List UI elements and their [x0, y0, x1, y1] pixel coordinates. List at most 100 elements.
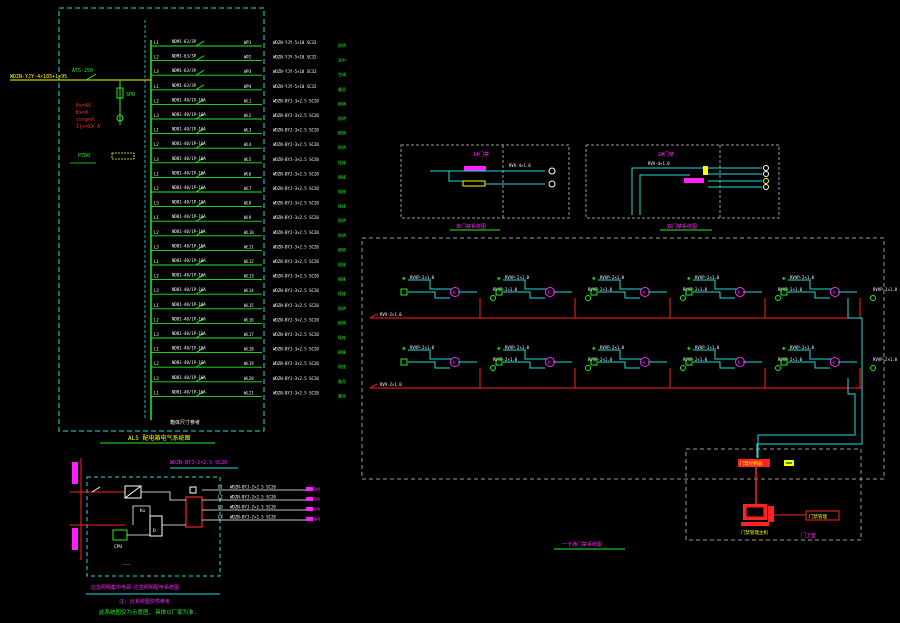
door-node-label: RVVP-2×1.0: [410, 345, 435, 350]
internal-wiring: [127, 491, 186, 536]
circuit-cable: WDZN-BYJ-3×2.5 SC20: [273, 142, 319, 147]
door-sensor-icon: [775, 295, 781, 301]
door-node-label: RVVP-2×1.0: [505, 275, 530, 280]
incoming-notes: Pe=XX Kx=X cosφ=X Ijs=XX A: [76, 103, 100, 130]
circuit-load: 插座: [338, 203, 346, 209]
circuit-load: 照明: [338, 306, 346, 311]
circuit-id: WL15: [244, 303, 254, 308]
circuit-breaker-label: NDB1-40/1P-16A: [172, 331, 206, 336]
panel-b-output-tag: L4: [218, 515, 223, 520]
circuit-phase: L1: [154, 347, 159, 352]
door-unit: ◈ RVVP-2×1.0K RVVP-2×1.0: [495, 275, 613, 318]
circuit-id: WL3: [244, 128, 252, 133]
circuit-load: 照明: [338, 320, 346, 325]
circuit-cable: WDZN-BYJ-3×2.5 SC20: [273, 347, 319, 352]
circuit-id: WL4: [244, 142, 252, 147]
circuit-breaker-symbol: [195, 99, 205, 105]
door-controller-node-label: K: [643, 290, 646, 295]
circuit-phase: L3: [154, 69, 159, 74]
management-label: 门禁管理: [809, 513, 827, 520]
circuit-load: 照明: [338, 43, 346, 48]
circuit-phase: L1: [154, 128, 159, 133]
circuit-breaker-symbol: [195, 318, 205, 324]
battery-box: [112, 529, 128, 541]
circuit-cable: WDZN-BYJ-3×2.5 SC20: [273, 332, 319, 337]
access-system-frame: [361, 237, 885, 480]
circuit-breaker-symbol: [195, 245, 205, 251]
door-reader-icon: ◈: [592, 275, 596, 282]
door-node-label: RVVP-2×1.0: [410, 275, 435, 280]
door-controller-node: [545, 287, 555, 297]
box-d-wiring: [631, 167, 762, 215]
circuit-breaker-label: NDB1-40/1P-16A: [172, 170, 206, 175]
door-lock-icon: [495, 358, 503, 366]
circuit-breaker-symbol: [195, 142, 205, 149]
panel-b-output-tag: L1: [218, 485, 223, 490]
incoming-note: Kx=X: [76, 110, 88, 116]
door-lock-icon: [780, 288, 788, 296]
door-exit-label: RVVP-2×1.0: [493, 287, 518, 292]
circuit-breaker-symbol: [195, 55, 205, 61]
box-c-tag: 1#门禁: [473, 151, 489, 158]
access-control-system-diagram: RVV-2×1.0◈RVVP-2×1.0KRVVP-2×1.0◈RVVP-2×1…: [361, 237, 898, 550]
circuit-load: 插座: [338, 363, 346, 369]
door-controller-node: [450, 357, 460, 367]
circuit-load: 照明: [338, 233, 346, 238]
bus-arrow: [369, 383, 378, 389]
panel-b-output-marker: [306, 497, 313, 501]
circuit-id: WP2: [244, 55, 252, 60]
circuit-phase: L3: [154, 201, 159, 206]
door-wiring: [788, 349, 857, 369]
circuit-id: WL12: [244, 259, 254, 264]
door-lock-icon: [495, 288, 503, 296]
box-c-cable: RVV-4×1.0: [509, 163, 531, 168]
circuit-phase: L1: [154, 303, 159, 308]
circuit-load: 插座: [338, 173, 346, 179]
door-controller-node-label: K: [548, 290, 551, 295]
circuit-phase: L3: [154, 244, 159, 249]
circuit-breaker-symbol: [195, 69, 205, 76]
panel-b-feed-label-bg: [72, 462, 78, 484]
panel-b-right-tag: 应急照明: [306, 487, 320, 492]
door-node-label: RVVP-2×1.0: [790, 275, 815, 280]
door-controller-node-label: K: [453, 290, 456, 295]
circuit-breaker-label: NDB1-40/1P-16A: [172, 141, 206, 146]
monitor-device-inner: [786, 462, 792, 464]
panel-b-caption-1: 应急照明集中电源-应急照明配电系统图: [91, 584, 179, 591]
door-sensor-icon: [680, 365, 686, 371]
spd-label: SPD: [126, 92, 135, 98]
door-sensor-icon: [490, 295, 496, 301]
trunk-line: [756, 298, 863, 458]
door-reader-icon: ◈: [592, 345, 596, 352]
door-controller-node: [640, 357, 650, 367]
single-door-access-diagram: 1#门禁 RVV-4×1.0 单门禁系统图: [400, 144, 570, 231]
circuit-load: 备用: [338, 378, 346, 384]
controller-square: [189, 486, 197, 494]
circuit-id: WP4: [244, 84, 252, 89]
circuit-load: 空调: [338, 71, 346, 77]
panel-a-frame: [58, 7, 265, 432]
door-reader-icon: ◈: [687, 275, 691, 282]
door-controller-node: [640, 287, 650, 297]
door-wiring: [788, 279, 857, 299]
bus-label: RVV-2×1.0: [380, 382, 402, 387]
circuit-breaker-symbol: [195, 113, 205, 120]
circuit-breaker-label: NDM1-63/3P: [172, 83, 197, 88]
circuit-load: 动力: [338, 57, 346, 63]
door-node-label: RVVP-2×1.0: [600, 275, 625, 280]
circuit-cable: WDZN-BYJ-3×2.5 SC20: [273, 157, 319, 162]
door-reader-icon: ◈: [782, 275, 786, 282]
